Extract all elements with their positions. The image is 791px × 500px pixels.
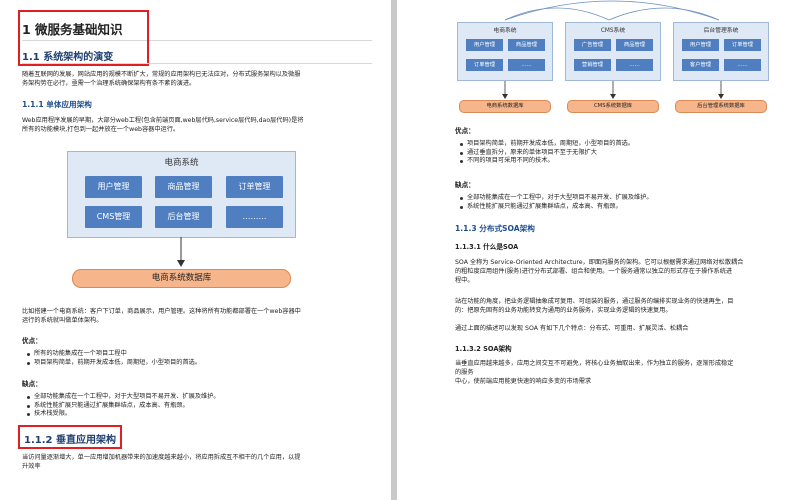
mono-line: Web应用程序发展的早期，大部分web工程(包含前端页面,web层代码,serv… (22, 117, 304, 124)
admin-database: 后台管理系统数据库 (675, 100, 767, 113)
example-line: 比如搭建一个电商系统：客户下订单，商品展示，用户管理。这种将所有功能都部署在一个… (22, 308, 301, 315)
module-cms-management: CMS管理 (85, 206, 142, 228)
cms-database: CMS系统数据库 (567, 100, 659, 113)
section-title-1-1-1: 1.1.1 单体应用架构 (22, 100, 92, 109)
divider (22, 63, 372, 64)
module-box: 订单管理 (466, 59, 503, 71)
highlight-box (18, 425, 122, 449)
paragraph-line: 通过上面的描述可以发现 SOA 有如下几个特点：分布式、可重用、扩展灵活、松耦合 (455, 325, 689, 332)
pros-list: 所有的功能集成在一个项目工程中 项目架构简单，前期开发成本低，周期短，小型项目的… (26, 350, 201, 367)
module-box: 用户管理 (466, 39, 503, 51)
list-item: 所有的功能集成在一个项目工程中 (26, 350, 201, 359)
list-item: 通过垂直拆分，原来的单体项目不至于无限扩大 (459, 149, 634, 158)
paragraph-line: SOA 全称为 Service-Oriented Architecture，即面… (455, 259, 744, 266)
list-item: 全部功能集成在一个工程中，对于大型项目不易开发、扩展及维护。 (459, 194, 653, 203)
system-ecommerce: 电商系统 用户管理 商品管理 订单管理 …… (457, 22, 553, 81)
cons-list: 全部功能集成在一个工程中，对于大型项目不易开发、扩展及维护。 系统性能扩展只能通… (26, 393, 220, 419)
module-admin-management: 后台管理 (155, 206, 212, 228)
list-item: 项目架构简单，前期开发成本低，周期短，小型项目的首选。 (459, 140, 634, 149)
pros-label: 优点： (22, 337, 42, 345)
module-user-management: 用户管理 (85, 176, 142, 198)
section-title-1-1-3-1: 1.1.3.1 什么是SOA (455, 243, 519, 251)
system-cms: CMS系统 广告管理 商品管理 营销管理 …… (565, 22, 661, 81)
document-page-left: 1 微服务基础知识 1.1 系统架构的演变 随着互联网的发展，网站应用的规模不断… (0, 0, 391, 500)
module-order-management: 订单管理 (226, 176, 283, 198)
module-product-management: 商品管理 (155, 176, 212, 198)
section-title-1-1-3-2: 1.1.3.2 SOA架构 (455, 345, 512, 353)
document-page-right: 电商系统 用户管理 商品管理 订单管理 …… CMS系统 广告管理 商品管理 营… (397, 0, 791, 500)
paragraph-line: 的粗粒度应用组件(服务)进行分布式部署、组合和使用。一个服务通常以独立的形式存在… (455, 268, 733, 275)
diagram-title: 电商系统 (164, 158, 199, 168)
paragraph-line: 站在功能的角度，把业务逻辑抽象成可复用、可组装的服务，通过服务的编排实现业务的快… (455, 298, 734, 305)
system-admin: 后台管理系统 用户管理 订单管理 客户管理 …… (673, 22, 769, 81)
example-line: 运行的系统就叫做单体架构。 (22, 317, 103, 324)
mono-line: 所有的功能模块,打包到一起并放在一个web容器中运行。 (22, 126, 180, 133)
vertical-line: 当访问量逐渐增大，单一应用增加机器带来的加速度越来越小，将应用拆成互不相干的几个… (22, 454, 301, 461)
list-item: 系统性能扩展只能通过扩展集群结点，成本高、有瓶颈。 (459, 203, 653, 212)
module-box: 营销管理 (574, 59, 611, 71)
list-item: 项目架构简单，前期开发成本低，周期短，小型项目的首选。 (26, 359, 201, 368)
connection-arcs (504, 0, 720, 21)
divider (22, 40, 372, 41)
module-box: 用户管理 (682, 39, 719, 51)
module-box: 订单管理 (724, 39, 761, 51)
paragraph-line: 的：把原先固有的业务功能转变为通用的业务服务，实现业务逻辑的快速复用。 (455, 307, 672, 314)
pros-list: 项目架构简单，前期开发成本低，周期短，小型项目的首选。 通过垂直拆分，原来的单体… (459, 140, 634, 166)
paragraph-line: 中心，使前端应用能更快速的响应多变的市场需求 (455, 378, 592, 385)
paragraph-line: 的服务 (455, 369, 474, 376)
list-item: 技术栈受限。 (26, 410, 220, 419)
pros-label: 优点： (455, 127, 475, 135)
list-item: 全部功能集成在一个工程中，对于大型项目不易开发、扩展及维护。 (26, 393, 220, 402)
paragraph-line: 程中。 (455, 277, 474, 284)
system-title: 电商系统 (493, 28, 517, 34)
section-title-1-1: 1.1 系统架构的演变 (22, 52, 114, 63)
arrow-down-icon (177, 237, 185, 267)
module-box: 商品管理 (508, 39, 545, 51)
module-box: 客户管理 (682, 59, 719, 71)
ecommerce-system-box: 电商系统 用户管理 商品管理 订单管理 CMS管理 后台管理 ……… (67, 151, 296, 238)
cons-list: 全部功能集成在一个工程中，对于大型项目不易开发、扩展及维护。 系统性能扩展只能通… (459, 194, 653, 211)
ecommerce-database: 电商系统数据库 (459, 100, 551, 113)
system-title: CMS系统 (600, 28, 626, 34)
highlight-box (18, 10, 149, 66)
cons-label: 缺点： (22, 380, 42, 388)
list-item: 系统性能扩展只能通过扩展集群结点，成本高、有瓶颈。 (26, 402, 220, 411)
module-box: …… (724, 59, 761, 71)
ecommerce-database: 电商系统数据库 (72, 269, 291, 288)
system-title: 后台管理系统 (703, 28, 739, 34)
chapter-title: 1 微服务基础知识 (22, 22, 123, 37)
section-title-1-1-2: 1.1.2 垂直应用架构 (24, 435, 116, 446)
module-box: …… (616, 59, 653, 71)
intro-line: 随着互联网的发展，网站应用的规模不断扩大，常规的应用架构已无法应对，分布式服务架… (22, 71, 301, 78)
module-more: ……… (226, 206, 283, 228)
list-item: 不同的项目可采用不同的技术。 (459, 157, 634, 166)
paragraph-line: 当垂直应用越来越多，应用之间交互不可避免，将核心业务抽取出来，作为独立的服务，逐… (455, 360, 734, 367)
db-arrows (502, 81, 724, 99)
module-box: 广告管理 (574, 39, 611, 51)
module-box: …… (508, 59, 545, 71)
module-box: 商品管理 (616, 39, 653, 51)
section-title-1-1-3: 1.1.3 分布式SOA架构 (455, 224, 535, 233)
vertical-line: 升效率 (22, 463, 41, 470)
intro-line: 务架构势在必行，亟需一个治理系统确保架构有条不紊的演进。 (22, 80, 196, 87)
cons-label: 缺点： (455, 181, 475, 189)
